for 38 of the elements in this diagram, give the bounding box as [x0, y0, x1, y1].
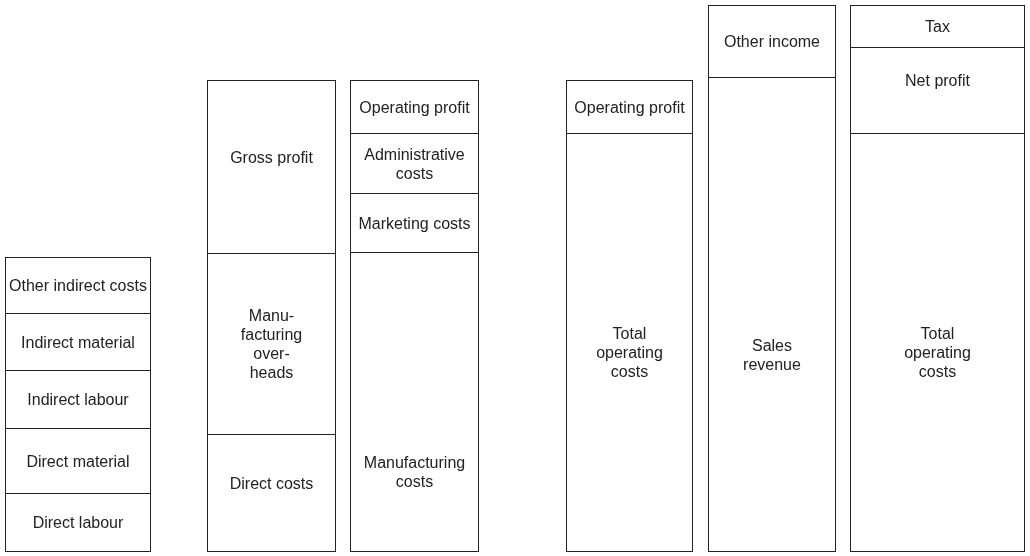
segment-label: Administrative costs — [363, 144, 466, 183]
segment-label: Gross profit — [230, 147, 313, 167]
bar-segment — [850, 5, 1025, 48]
segment-label: Direct material — [26, 451, 130, 471]
segment-label: Operating profit — [574, 97, 685, 117]
segment-label: Manu- facturing over- heads — [239, 306, 304, 382]
segment-label: Tax — [925, 17, 950, 36]
bar-segment — [350, 252, 479, 552]
segment-label: Operating profit — [359, 97, 470, 117]
bar-segment — [5, 370, 151, 429]
bar-segment — [207, 434, 336, 552]
segment-label: Manufacturing costs — [362, 453, 467, 491]
segment-label: Sales revenue — [742, 335, 802, 374]
bar-segment — [708, 5, 836, 78]
segment-label: Total operating costs — [903, 324, 972, 381]
bar-segment — [850, 47, 1025, 134]
segment-label: Direct labour — [32, 513, 124, 532]
segment-label: Other income — [723, 32, 820, 51]
bar-segment — [5, 257, 151, 314]
segment-label: Marketing costs — [358, 213, 471, 233]
segment-label: Other indirect costs — [9, 276, 147, 295]
bar-segment — [350, 133, 479, 194]
bar-segment — [850, 133, 1025, 552]
segment-label: Total operating costs — [595, 324, 664, 381]
segment-label: Indirect labour — [27, 390, 129, 409]
bar-segment — [566, 133, 693, 552]
bar-segment — [350, 193, 479, 253]
segment-label: Net profit — [905, 71, 970, 90]
bar-segment — [5, 493, 151, 552]
segment-label: Indirect material — [21, 332, 135, 352]
bar-segment — [5, 313, 151, 371]
bar-segment — [207, 80, 336, 254]
bar-segment — [5, 428, 151, 494]
segment-label: Direct costs — [229, 473, 314, 493]
bar-segment — [708, 77, 836, 552]
bar-segment — [566, 80, 693, 134]
bar-segment — [350, 80, 479, 134]
bar-segment — [207, 253, 336, 435]
